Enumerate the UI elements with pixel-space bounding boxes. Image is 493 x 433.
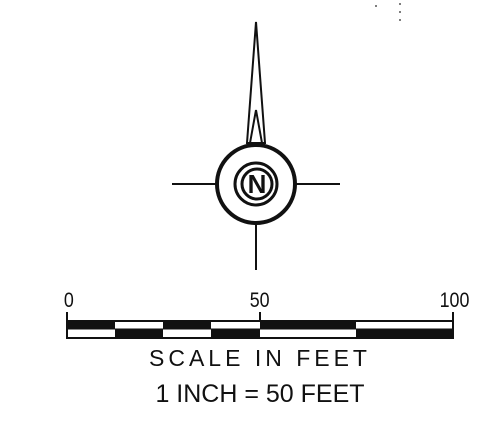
stray-marks	[374, 2, 414, 29]
scale-seg-top-1	[67, 321, 115, 329]
scale-tick-label-100: 100	[439, 289, 470, 312]
scale-seg-bottom-3	[356, 329, 453, 338]
scale-seg-top-2	[163, 321, 211, 329]
scale-tick-label-0: 0	[63, 289, 74, 312]
scale-seg-bottom-1	[115, 329, 163, 338]
north-badge	[240, 167, 274, 201]
scale-tick-label-50: 50	[249, 289, 270, 312]
scale-seg-top-3	[260, 321, 356, 329]
scale-seg-bottom-2	[211, 329, 260, 338]
scale-ratio: 1 INCH = 50 FEET	[155, 380, 365, 408]
north-letter: N	[248, 169, 267, 199]
scale-caption: SCALE IN FEET	[149, 345, 371, 371]
